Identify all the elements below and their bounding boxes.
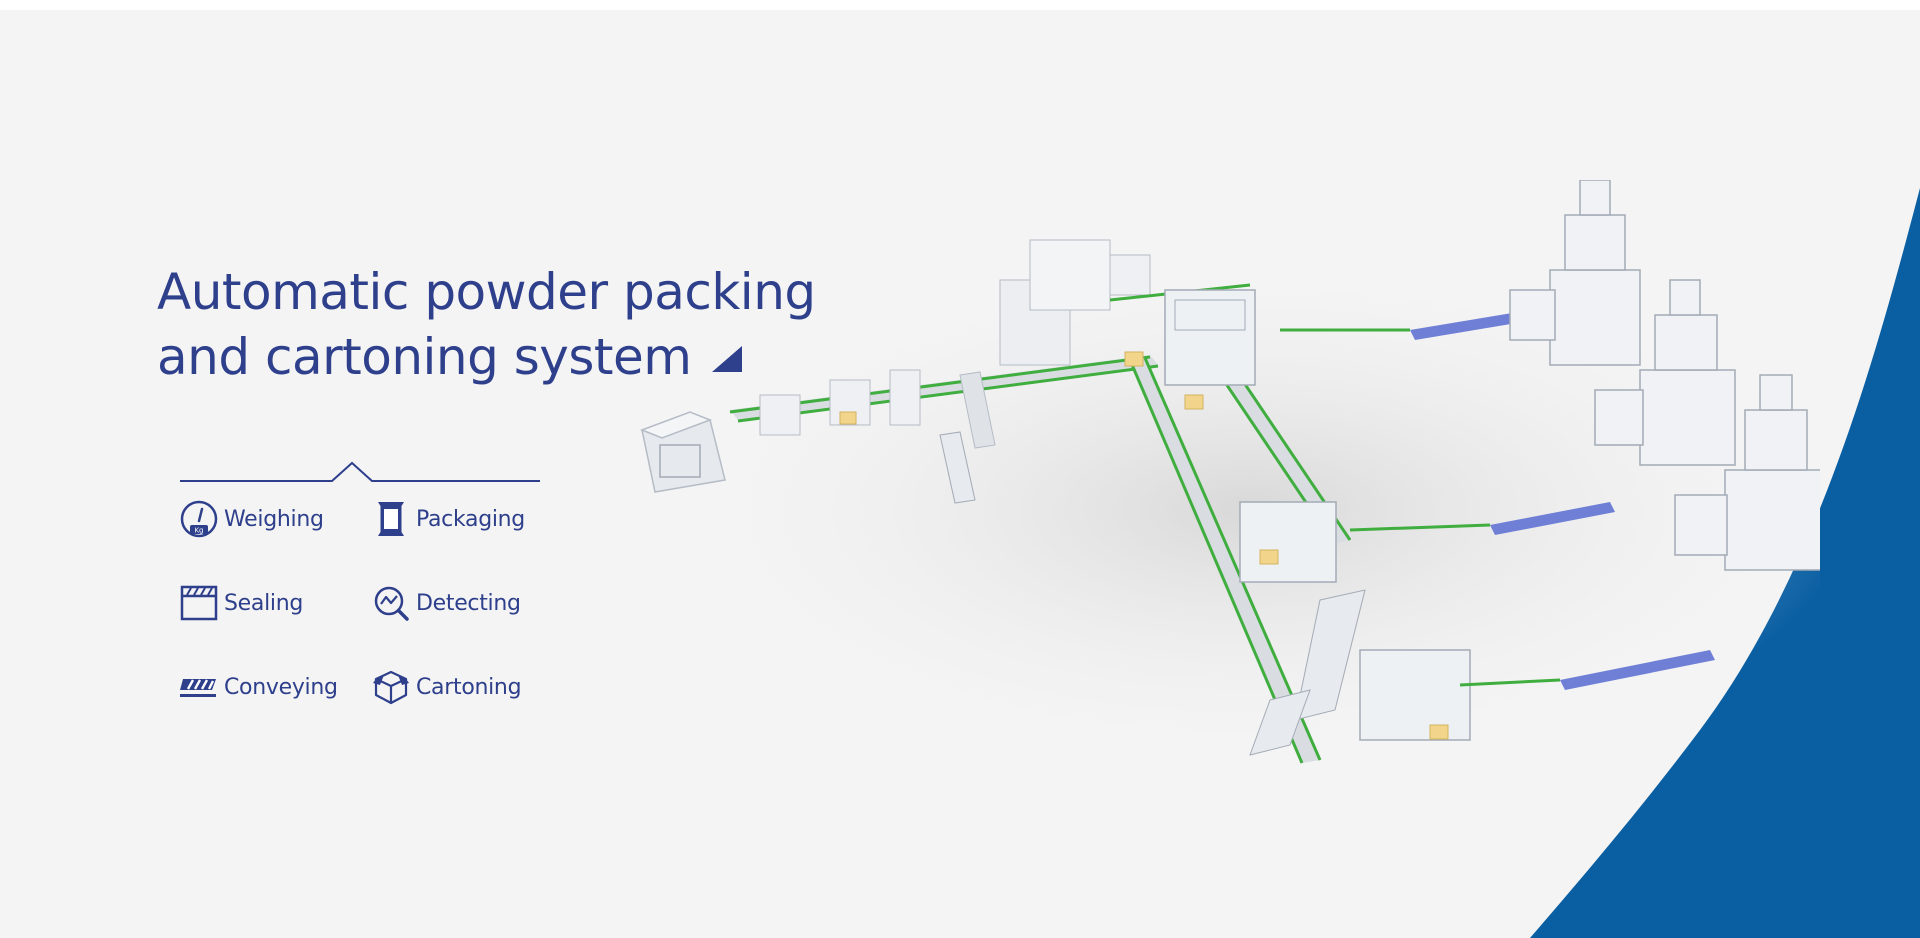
feature-label: Detecting <box>416 590 521 616</box>
packing-tower-3 <box>1674 374 1820 571</box>
hero-banner: Automatic powder packing and cartoning s… <box>0 10 1920 938</box>
packing-tower-1 <box>1509 180 1641 366</box>
page-title: Automatic powder packing and cartoning s… <box>157 263 816 386</box>
blue-swoosh-decoration <box>1530 188 1920 938</box>
feature-conveying: Conveying <box>180 668 372 706</box>
feature-list: Kg Weighing Packaging <box>180 500 580 706</box>
feature-label: Conveying <box>224 674 338 700</box>
carton-box-icon <box>372 668 412 706</box>
feature-label: Packaging <box>416 506 525 532</box>
packing-tower-2 <box>1594 279 1736 466</box>
corner-triangle-icon <box>711 345 742 372</box>
feature-cartoning: Cartoning <box>372 668 564 706</box>
feature-sealing: Sealing <box>180 584 372 622</box>
feature-detecting: Detecting <box>372 584 564 622</box>
divider-line-with-notch <box>180 461 540 482</box>
feature-weighing: Kg Weighing <box>180 500 372 538</box>
feature-label: Cartoning <box>416 674 522 700</box>
feature-label: Sealing <box>224 590 304 616</box>
production-line-illustration <box>639 180 1820 770</box>
feature-packaging: Packaging <box>372 500 564 538</box>
conveyor-icon <box>180 668 220 706</box>
weighing-unit-label: Kg <box>194 527 203 535</box>
bag-icon <box>372 500 412 538</box>
sealing-icon <box>180 584 220 622</box>
weighing-gauge-icon: Kg <box>180 500 220 538</box>
feature-label: Weighing <box>224 506 324 532</box>
detect-magnifier-icon <box>372 584 412 622</box>
